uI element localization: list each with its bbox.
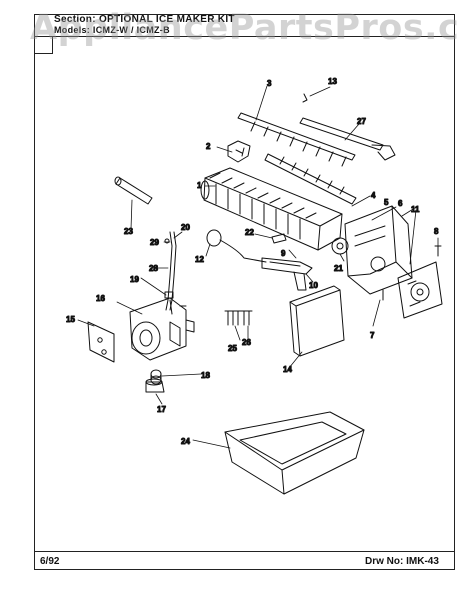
callout-19: 19 <box>130 275 139 284</box>
models-label: Models: <box>54 25 91 35</box>
drawing-frame <box>34 14 455 570</box>
part-cover-plate <box>397 261 443 319</box>
header-corner-box <box>34 36 53 54</box>
callout-28: 28 <box>149 264 158 273</box>
part-retainer <box>302 93 308 103</box>
part-stripper <box>264 153 357 205</box>
part-screw <box>434 245 442 257</box>
part-screws-set <box>224 310 253 326</box>
drawing-date: 6/92 <box>40 556 60 567</box>
drawing-number-value: IMK-43 <box>406 556 439 567</box>
part-ejector-blade <box>237 112 356 167</box>
section-title: Section: OPTIONAL ICE MAKER KIT <box>54 14 235 25</box>
callout-2: 2 <box>206 142 211 151</box>
callout-17: 17 <box>157 405 166 414</box>
drawing-number-label: Drw No: <box>365 556 404 567</box>
part-valve-bracket <box>87 321 115 363</box>
part-ice-mold <box>200 167 343 251</box>
section-label: Section: <box>54 14 96 25</box>
callout-12: 12 <box>195 255 204 264</box>
part-fill-cup <box>114 176 153 205</box>
part-thermostat <box>206 229 267 263</box>
callout-3: 3 <box>267 79 272 88</box>
callout-10: 10 <box>309 281 318 290</box>
callout-4: 4 <box>371 191 376 200</box>
part-bearing <box>227 140 251 163</box>
callout-1: 1 <box>197 181 202 190</box>
callout-29: 29 <box>150 238 159 247</box>
callout-8: 8 <box>434 227 439 236</box>
callout-14: 14 <box>283 365 292 374</box>
callout-6: 6 <box>398 199 403 208</box>
callout-9: 9 <box>281 249 286 258</box>
section-value: OPTIONAL ICE MAKER KIT <box>98 14 235 25</box>
callout-11: 11 <box>411 205 420 214</box>
footer-rule <box>34 551 455 552</box>
callout-15: 15 <box>66 315 75 324</box>
callout-25: 25 <box>228 344 237 353</box>
callout-7: 7 <box>370 331 375 340</box>
leader-lines <box>77 85 439 449</box>
callout-27: 27 <box>357 117 366 126</box>
callout-21: 21 <box>334 264 343 273</box>
part-mounting-plate <box>261 257 313 291</box>
models-line: Models: ICMZ-W / ICMZ-B <box>54 25 170 35</box>
header-rule <box>34 36 455 37</box>
part-shield-box <box>289 285 345 357</box>
part-ice-bin <box>224 411 365 495</box>
part-water-valve <box>129 297 195 361</box>
callout-5: 5 <box>384 198 389 207</box>
callout-18: 18 <box>201 371 210 380</box>
callout-26: 26 <box>242 338 251 347</box>
part-sleeve <box>145 378 165 393</box>
drawing-number: Drw No: IMK-43 <box>365 556 439 567</box>
callout-22: 22 <box>245 228 254 237</box>
callout-13: 13 <box>328 77 337 86</box>
callout-24: 24 <box>181 437 190 446</box>
part-motor-housing <box>344 205 413 295</box>
callout-16: 16 <box>96 294 105 303</box>
callout-20: 20 <box>181 223 190 232</box>
part-fill-tube <box>164 231 177 311</box>
part-shutoff-bar <box>299 117 396 161</box>
models-value: ICMZ-W / ICMZ-B <box>92 25 170 35</box>
callout-labels: 3 13 27 2 1 4 5 6 11 23 20 29 22 8 12 9 … <box>66 77 440 447</box>
callout-23: 23 <box>124 227 133 236</box>
part-shield <box>271 233 287 244</box>
